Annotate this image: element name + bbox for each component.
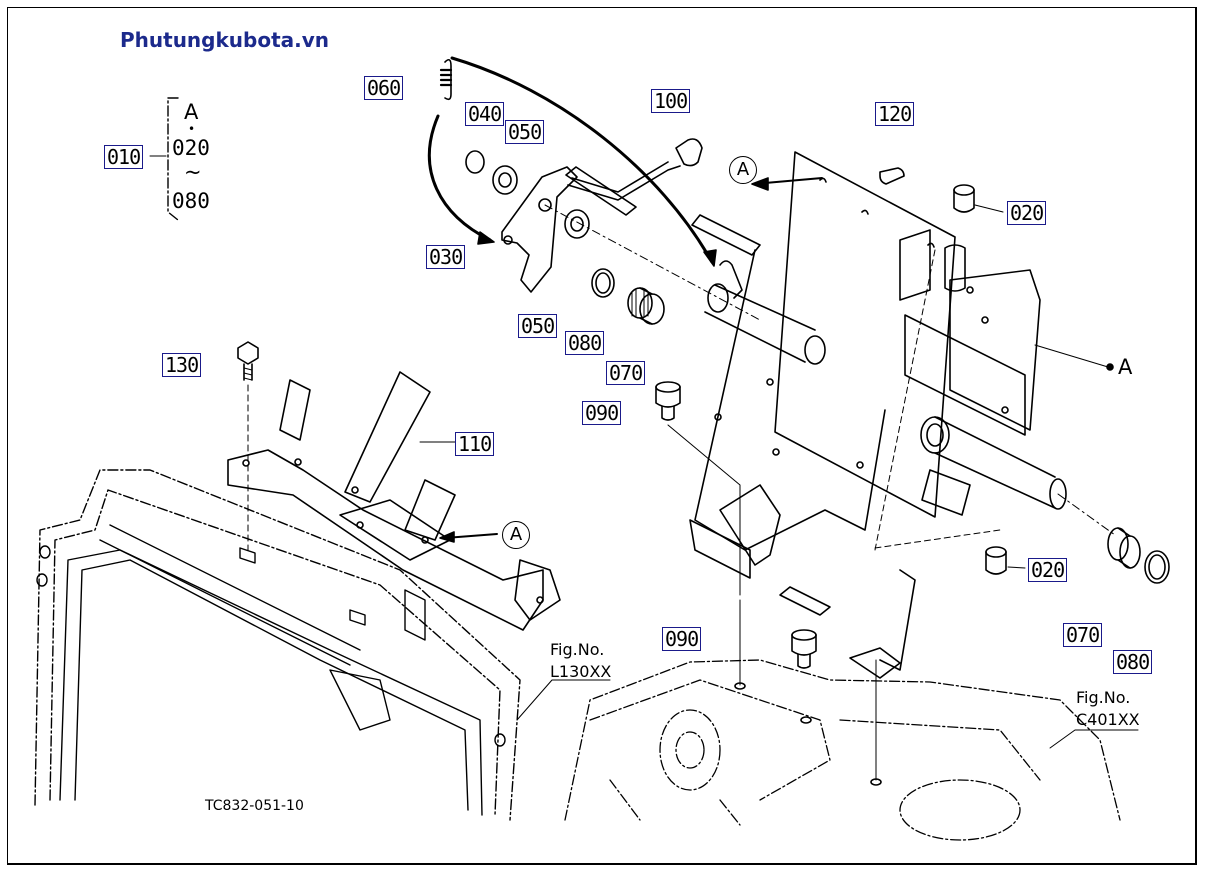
bushing-020a [953, 184, 975, 213]
callout-020b[interactable]: 020 [1028, 558, 1068, 582]
bracket-dot: • [188, 122, 196, 136]
pedal-bracket-assembly [689, 151, 1067, 679]
bracket-tilde: ~ [184, 160, 202, 184]
callout-040[interactable]: 040 [465, 102, 505, 126]
callout-050a[interactable]: 050 [505, 120, 545, 144]
callout-020a[interactable]: 020 [1007, 201, 1047, 225]
pedal-arm-030 [501, 166, 637, 293]
callout-010[interactable]: 010 [104, 145, 144, 169]
bracket-top-letter: A [184, 100, 199, 124]
marker-a-top: A [729, 156, 757, 184]
plug-090b [791, 629, 817, 669]
callout-030[interactable]: 030 [426, 245, 466, 269]
snap-ring-040 [465, 150, 485, 174]
bolt-120 [879, 167, 905, 185]
watermark: Phutungkubota.vn [120, 28, 330, 52]
marker-a-right: A [1118, 355, 1133, 379]
callout-090b[interactable]: 090 [662, 627, 702, 651]
bolt-130 [237, 341, 259, 381]
needle-bearing-070a [627, 287, 665, 325]
drawing-code: TC832-051-10 [205, 798, 304, 814]
fig-ref-code-1[interactable]: L130XX [550, 662, 612, 681]
bracket-to: 080 [172, 189, 210, 213]
transmission-case [564, 659, 1121, 841]
washer-050a [492, 165, 518, 195]
bushing-020b [985, 546, 1007, 575]
callout-070b[interactable]: 070 [1063, 623, 1103, 647]
callout-090a[interactable]: 090 [582, 401, 622, 425]
spring-060 [439, 58, 453, 101]
callout-080b[interactable]: 080 [1113, 650, 1153, 674]
fig-ref-label-2: Fig.No. [1076, 688, 1131, 707]
callout-100[interactable]: 100 [651, 89, 691, 113]
cabin-frame [34, 469, 521, 821]
callout-060[interactable]: 060 [364, 76, 404, 100]
callout-130[interactable]: 130 [162, 353, 202, 377]
knob-100 [675, 138, 703, 167]
ring-080b [1144, 550, 1170, 584]
plug-090a [655, 381, 681, 421]
callout-110[interactable]: 110 [455, 432, 495, 456]
callout-120[interactable]: 120 [875, 102, 915, 126]
callout-070a[interactable]: 070 [606, 361, 646, 385]
fig-ref-code-2[interactable]: C401XX [1076, 710, 1140, 729]
bracket-from: 020 [172, 136, 210, 160]
needle-bearing-070b [1107, 527, 1141, 569]
fig-ref-label-1: Fig.No. [550, 640, 605, 659]
callout-050b[interactable]: 050 [518, 314, 558, 338]
drawing-frame [7, 7, 1197, 865]
ring-080a [591, 268, 615, 298]
marker-a-left: A [502, 521, 530, 549]
callout-080a[interactable]: 080 [565, 331, 605, 355]
washer-050b [564, 209, 590, 239]
bracket-110 [227, 371, 561, 631]
